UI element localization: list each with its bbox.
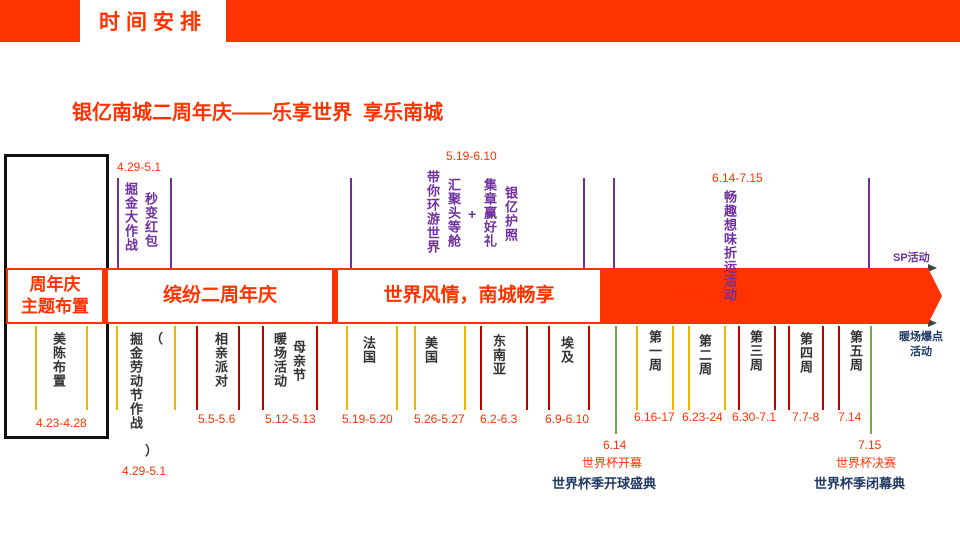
- lower-divider: [174, 326, 176, 410]
- band-section-anniversary: 缤纷二周年庆: [108, 270, 332, 322]
- band-section-world: 世界风情，南城畅享: [338, 270, 600, 322]
- upper-divider: [613, 178, 615, 268]
- band-theme-setup: 周年庆 主题布置: [8, 270, 102, 322]
- lower-divider-green: [615, 326, 617, 434]
- upper-item-world-tour: 带你环游世界: [425, 170, 440, 254]
- lower-item-mothers-day: 母亲节: [291, 340, 306, 382]
- upper-divider: [117, 178, 119, 268]
- lower-date-4: 5.19-5.20: [342, 412, 393, 426]
- worldcup-final-label: 世界杯决赛: [836, 456, 897, 470]
- lower-divider: [688, 326, 690, 410]
- lower-divider: [822, 326, 824, 410]
- worldcup-open-date: 6.14: [603, 438, 627, 452]
- lower-item-blind-date: 相亲派对: [213, 332, 228, 388]
- week-4-label: 第四周: [798, 332, 813, 374]
- upper-sp-activity: SP活动: [893, 252, 930, 264]
- lower-divider: [262, 326, 264, 410]
- week-2-date: 6.23-24: [682, 410, 723, 424]
- upper-item-red-packet: 秒变红包: [143, 192, 158, 248]
- upper-item-dig-gold: 掘金大作战: [123, 182, 138, 252]
- lower-divider: [414, 326, 416, 410]
- lower-divider: [588, 326, 590, 410]
- lower-item-decoration: 美陈布置: [51, 332, 66, 388]
- band-theme-line-2: 主题布置: [21, 297, 89, 316]
- upper-plus-sign: +: [468, 206, 477, 222]
- lower-item-southeast-asia: 东南亚: [491, 334, 506, 376]
- lower-item-egypt: 埃及: [559, 336, 574, 364]
- lower-divider: [774, 326, 776, 410]
- upper-item-stamp-gift: 集章赢好礼: [482, 178, 497, 248]
- lower-divider: [788, 326, 790, 410]
- lower-divider: [316, 326, 318, 410]
- lower-paren-close: ）: [145, 443, 159, 458]
- warmup-line-1: 暖场爆点: [899, 331, 943, 343]
- lower-divider-green: [870, 326, 872, 434]
- main-title: 银亿南城二周年庆——乐享世界 享乐南城: [72, 102, 444, 124]
- week-1-label: 第一周: [647, 330, 662, 372]
- lower-divider: [526, 326, 528, 410]
- worldcup-final-event: 世界杯季闭幕典: [814, 476, 906, 491]
- lower-item-usa: 美国: [423, 336, 438, 364]
- lower-divider: [480, 326, 482, 410]
- lower-divider: [346, 326, 348, 410]
- lower-divider: [738, 326, 740, 410]
- lower-divider: [724, 326, 726, 410]
- band-theme-line-1: 周年庆: [29, 275, 81, 294]
- upper-divider: [170, 178, 172, 268]
- lower-date-2: 5.5-5.6: [198, 412, 236, 426]
- lower-divider: [116, 326, 118, 410]
- upper-item-passport: 银亿护照: [503, 186, 518, 242]
- lower-divider: [838, 326, 840, 410]
- lower-date-3: 5.12-5.13: [265, 412, 316, 426]
- week-3-label: 第三周: [748, 330, 763, 372]
- lower-paren-open: （: [150, 331, 164, 346]
- worldcup-open-label: 世界杯开幕: [582, 456, 643, 470]
- upper-item-fun-discount: 畅趣想味折运活动: [722, 190, 737, 302]
- lower-date-5: 5.26-5.27: [414, 412, 465, 426]
- worldcup-open-event: 世界杯季开球盛典: [552, 476, 657, 491]
- lower-date-6: 6.2-6.3: [480, 412, 518, 426]
- lower-date-1: 4.29-5.1: [122, 464, 167, 478]
- lower-divider: [548, 326, 550, 410]
- lower-divider: [196, 326, 198, 410]
- week-5-date: 7.14: [838, 410, 862, 424]
- lower-divider: [35, 326, 37, 410]
- lower-item-labor-day: 掘金劳动节作战: [128, 332, 143, 430]
- lower-date-0: 4.23-4.28: [36, 416, 87, 430]
- upper-date-2: 5.19-6.10: [446, 149, 497, 163]
- week-3-date: 6.30-7.1: [732, 410, 777, 424]
- warmup-hotspot: 暖场爆点 活动: [892, 330, 950, 360]
- lower-divider: [238, 326, 240, 410]
- header-title: 时间安排: [99, 11, 207, 34]
- upper-divider: [583, 178, 585, 268]
- lower-divider: [672, 326, 674, 410]
- week-2-label: 第二周: [697, 334, 712, 376]
- header-tab: [80, 0, 226, 42]
- lower-divider: [636, 326, 638, 410]
- week-1-date: 6.16-17: [634, 410, 675, 424]
- warmup-line-2: 活动: [910, 346, 932, 358]
- upper-divider: [868, 178, 870, 268]
- lower-item-france: 法国: [361, 336, 376, 364]
- worldcup-final-date: 7.15: [858, 438, 882, 452]
- lower-divider: [396, 326, 398, 410]
- upper-divider: [350, 178, 352, 268]
- lower-divider: [464, 326, 466, 410]
- upper-item-first-class: 汇聚头等舱: [446, 178, 461, 248]
- lower-item-warmup: 暖场活动: [272, 332, 287, 388]
- week-4-date: 7.7-8: [792, 410, 820, 424]
- lower-date-7: 6.9-6.10: [545, 412, 590, 426]
- upper-date-3: 6.14-7.15: [712, 171, 763, 185]
- week-5-label: 第五周: [848, 330, 863, 372]
- band-section-worldcup: 激情世界杯: [665, 285, 761, 306]
- lower-divider: [86, 326, 88, 410]
- upper-date-1: 4.29-5.1: [117, 160, 162, 174]
- timeline-band-arrow: [928, 268, 942, 324]
